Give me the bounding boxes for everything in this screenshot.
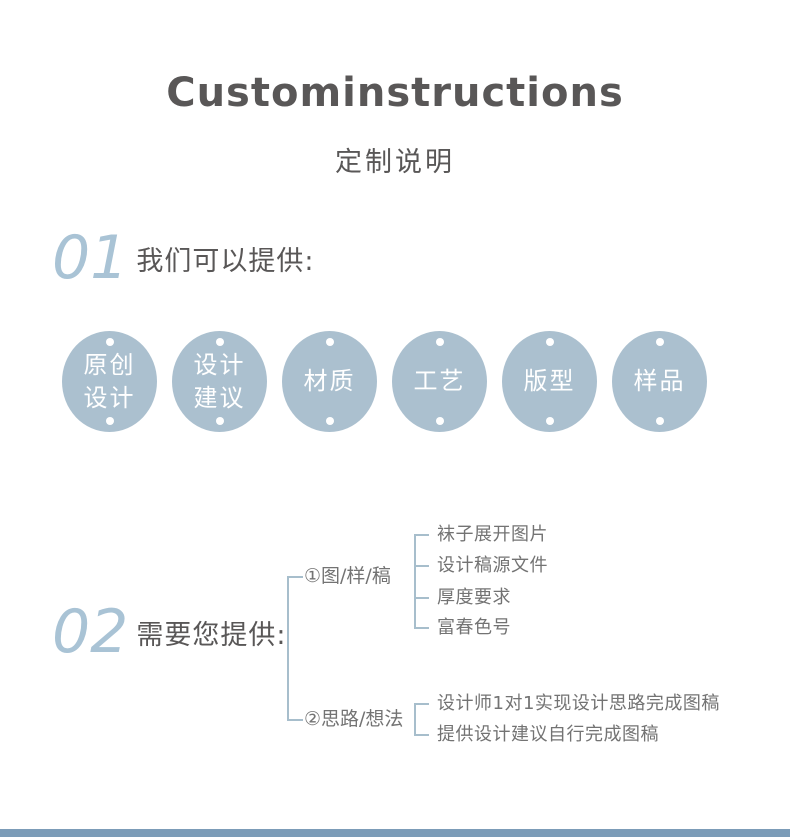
tree-connector-tick [414,565,429,567]
branch-label-ideas: ②思路/想法 [304,708,404,730]
footer-accent-bar [0,829,790,837]
branch-label-artwork: ①图/样/稿 [304,565,391,587]
page-subtitle: 定制说明 [335,147,455,178]
feature-circle-sample: 样品 [612,331,707,432]
section-02-heading: 需要您提供: [136,619,287,651]
feature-circle-design-advice: 设计 建议 [172,331,267,432]
tree-item-self-complete-draft: 提供设计建议自行完成图稿 [437,724,659,745]
feature-circles-row: 原创 设计 设计 建议 材质 工艺 版型 样品 [62,331,707,432]
circle-label-line: 原创 [83,350,136,379]
buttonhole-dot-icon [325,417,334,425]
tree-connector-tick [414,534,429,536]
tree-connector-main-vertical [287,577,289,721]
section-01-heading: 我们可以提供: [136,245,315,277]
tree-connector-tick [414,597,429,599]
feature-circle-pattern: 版型 [502,331,597,432]
feature-circle-craft: 工艺 [392,331,487,432]
circle-label-line: 工艺 [413,367,466,395]
circle-label-line: 材质 [303,367,356,395]
circle-label-line: 建议 [193,383,246,412]
section-02-number: 02 [52,597,129,667]
circle-label-line: 设计 [83,383,136,412]
buttonhole-dot-icon [655,417,664,425]
buttonhole-dot-icon [105,417,114,425]
buttonhole-dot-icon [325,338,334,346]
feature-circle-original-design: 原创 设计 [62,331,157,432]
circle-label-line: 版型 [523,367,576,395]
circle-label-line: 设计 [193,350,246,379]
tree-item-thickness-requirement: 厚度要求 [437,587,511,608]
buttonhole-dot-icon [545,417,554,425]
section-02-header: 02 需要您提供: [52,602,286,662]
tree-connector-tick [414,703,429,705]
tree-connector-tick [414,627,429,629]
buttonhole-dot-icon [655,338,664,346]
tree-item-designer-1on1: 设计师1对1实现设计思路完成图稿 [437,693,720,714]
tree-connector-branch1-vertical [414,534,416,629]
buttonhole-dot-icon [435,338,444,346]
tree-connector-branch2-vertical [414,703,416,736]
tree-connector-tick [287,719,303,721]
buttonhole-dot-icon [435,417,444,425]
circle-label-line: 样品 [633,367,686,395]
buttonhole-dot-icon [215,338,224,346]
tree-item-design-source-file: 设计稿源文件 [437,555,548,576]
buttonhole-dot-icon [105,338,114,346]
tree-connector-tick [414,734,429,736]
feature-circle-material: 材质 [282,331,377,432]
tree-connector-tick [287,576,303,578]
buttonhole-dot-icon [545,338,554,346]
tree-item-sock-layout-image: 袜子展开图片 [437,524,548,545]
section-01-number: 01 [52,223,129,293]
page-title: Custominstructions [166,70,624,116]
section-01-header: 01 我们可以提供: [52,228,314,288]
tree-item-color-number: 富春色号 [437,617,511,638]
buttonhole-dot-icon [215,417,224,425]
